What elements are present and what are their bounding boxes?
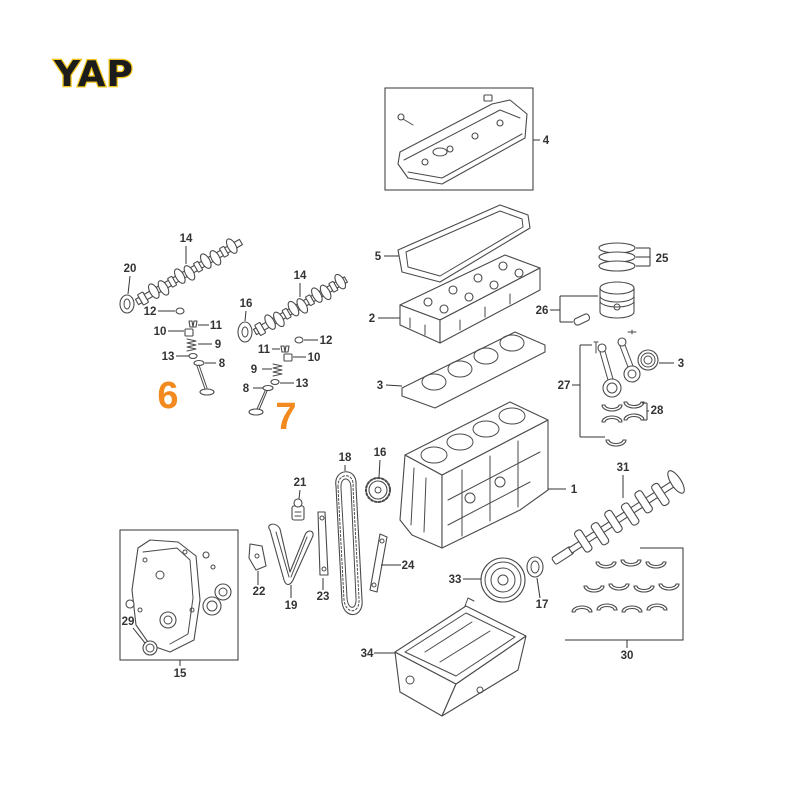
piston-drawing — [599, 281, 635, 319]
leader-bracket-27 — [572, 344, 605, 438]
callout-34: 34 — [361, 648, 374, 660]
cylinder-block-drawing — [399, 401, 549, 549]
callout-11-left: 11 — [210, 320, 223, 332]
callout-12-right: 12 — [320, 335, 333, 347]
callout-19: 19 — [285, 600, 298, 612]
callout-3-head-gasket: 3 — [377, 380, 383, 392]
callout-21: 21 — [294, 477, 307, 489]
callout-23: 23 — [317, 591, 330, 603]
callout-10-left: 10 — [154, 326, 167, 338]
callout-20: 20 — [124, 263, 137, 275]
callout-8-right: 8 — [243, 383, 250, 395]
piston-pin-drawing — [573, 313, 591, 326]
front-seal-drawing — [142, 640, 158, 656]
left-valve-train-drawing — [175, 307, 215, 396]
head-gasket-drawing — [401, 331, 546, 409]
valve-cover-drawing — [397, 94, 528, 185]
leader-bracket-30 — [565, 547, 684, 648]
leader-line — [378, 459, 381, 478]
callout-6-highlight: 6 — [157, 375, 178, 417]
left-cam-seal-drawing — [119, 294, 135, 314]
callout-30: 30 — [621, 650, 634, 662]
main-bearings-drawing — [571, 559, 680, 613]
callout-33: 33 — [449, 574, 462, 586]
callout-4: 4 — [543, 135, 550, 147]
leader-line — [385, 384, 403, 387]
leader-line — [132, 627, 146, 644]
left-camshaft-drawing — [134, 238, 243, 306]
crank-sprocket-drawing — [365, 477, 391, 503]
callout-7-highlight: 7 — [275, 396, 296, 438]
pulley-seal-drawing — [526, 556, 544, 578]
valve-cover-frame — [384, 87, 534, 191]
callout-16-sprocket: 16 — [374, 447, 387, 459]
timing-chain-drawing — [335, 471, 363, 616]
piston-rings-drawing — [598, 242, 636, 272]
callout-22: 22 — [253, 586, 266, 598]
callout-17: 17 — [536, 599, 549, 611]
callout-31: 31 — [617, 462, 630, 474]
right-valve-train-drawing — [248, 336, 304, 416]
right-camshaft-drawing — [252, 273, 348, 336]
connecting-rods-drawing — [593, 329, 641, 447]
callout-12-left: 12 — [144, 306, 157, 318]
leader-line — [298, 489, 301, 500]
leader-line — [536, 577, 541, 599]
rear-seal-drawing — [637, 349, 659, 371]
callout-26: 26 — [536, 305, 549, 317]
callout-14-left: 14 — [180, 233, 193, 245]
rod-bearings-drawing — [601, 401, 645, 423]
chain-guide-left-drawing — [317, 511, 329, 576]
leader-bracket-25 — [636, 247, 651, 267]
callout-25: 25 — [656, 253, 669, 265]
callout-16-right: 16 — [240, 298, 253, 310]
leader-line — [244, 310, 247, 322]
callout-5: 5 — [375, 251, 382, 263]
callout-13-left: 13 — [162, 351, 175, 363]
callout-1: 1 — [571, 484, 578, 496]
callout-15: 15 — [174, 668, 187, 680]
callout-8-left: 8 — [219, 358, 226, 370]
callout-27: 27 — [558, 380, 571, 392]
valve-cover-gasket-drawing — [397, 204, 531, 283]
chain-guide-right-drawing — [369, 533, 388, 593]
callout-2: 2 — [369, 313, 375, 325]
callout-29: 29 — [122, 616, 135, 628]
callout-13-right: 13 — [296, 378, 309, 390]
timing-cover-drawing — [125, 539, 232, 653]
callout-10-right: 10 — [308, 352, 321, 364]
tensioner-bracket-drawing — [248, 543, 267, 571]
crank-pulley-drawing — [480, 557, 526, 603]
oil-pan-drawing — [394, 597, 527, 717]
brand-logo: YAP — [53, 54, 134, 95]
leader-line — [127, 275, 131, 295]
chain-guide-lower-drawing — [268, 523, 314, 586]
callout-9-right: 9 — [251, 364, 257, 376]
callout-24: 24 — [402, 560, 415, 572]
callout-18: 18 — [339, 452, 352, 464]
right-cam-seal-drawing — [237, 321, 253, 343]
callout-9-left: 9 — [215, 339, 221, 351]
crankshaft-drawing — [551, 470, 685, 565]
callout-3-rear-seal: 3 — [678, 358, 684, 370]
cylinder-head-drawing — [399, 254, 541, 344]
chain-tensioner-drawing — [291, 498, 305, 521]
callout-11-right: 11 — [258, 344, 271, 356]
timing-cover-frame — [119, 529, 239, 661]
callout-28: 28 — [651, 405, 664, 417]
leader-bracket-26 — [550, 295, 598, 323]
callout-14-right: 14 — [294, 270, 307, 282]
leader-bracket-28 — [642, 402, 649, 421]
